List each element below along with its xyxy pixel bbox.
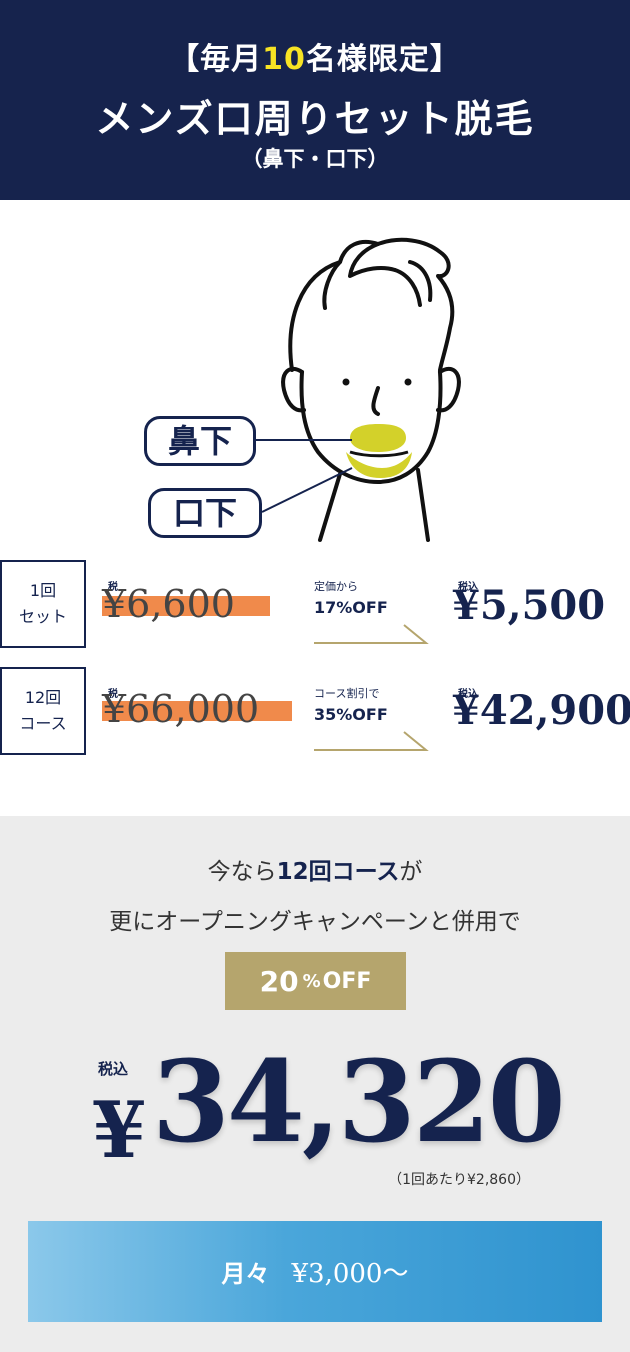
price-row-course: 12回 コース 税込 ¥66,000 コース割引で 35%OFF 税込 ¥42,…	[0, 667, 630, 757]
campaign-price-amount: 34,320	[152, 1037, 566, 1168]
new-tax-note: 税込	[458, 582, 478, 593]
face-outline	[299, 370, 443, 484]
hair-strand-mid	[348, 242, 397, 278]
badge-off: OFF	[322, 968, 372, 994]
nose	[371, 386, 380, 416]
nose-area-highlight	[350, 424, 406, 452]
left-eye	[342, 378, 350, 386]
campaign-section: 今なら12回コースが 更にオープニングキャンペーンと併用で 20%OFF 税込 …	[0, 816, 630, 1352]
limited-tag-number: 10	[262, 42, 306, 77]
mouth-callout-line	[261, 467, 353, 513]
discount-badge: 20%OFF	[225, 952, 406, 1010]
discount-percent: 17%OFF	[314, 598, 388, 617]
mouth-line	[349, 450, 409, 458]
campaign-line1: 今なら12回コースが	[0, 852, 630, 886]
discount-label: 定価から	[314, 580, 358, 593]
badge-number: 20	[259, 964, 299, 998]
limited-tag-open: 【毎月	[169, 42, 263, 77]
neck-left	[318, 472, 342, 542]
new-price: ¥42,900	[452, 687, 630, 734]
hair-strand-right	[393, 268, 422, 307]
limited-tag: 【毎月10名様限定】	[0, 34, 630, 78]
campaign-line1-course: 12回コース	[276, 859, 400, 885]
discount-arrow	[314, 731, 429, 751]
hair-strand-left	[322, 260, 342, 310]
discount-label: コース割引で	[314, 687, 380, 700]
campaign-line2: 更にオープニングキャンペーンと併用で	[109, 909, 521, 935]
discount-block: コース割引で 35%OFF	[314, 685, 430, 752]
limited-tag-close: 名様限定】	[305, 42, 461, 77]
discount-arrow	[314, 624, 429, 644]
campaign-yen-sign: ¥	[92, 1085, 147, 1176]
discount-percent: 35%OFF	[314, 705, 388, 724]
plan-label: 1回 セット	[0, 560, 86, 648]
mouth-area-highlight	[346, 452, 412, 478]
right-ear	[436, 366, 461, 413]
original-price: ¥6,600	[102, 582, 235, 626]
cta-prefix: 月々	[221, 1260, 270, 1288]
monthly-payment-button[interactable]: 月々 ¥3,000〜	[28, 1221, 602, 1322]
badge-percent: %	[302, 970, 321, 992]
page-subtitle: （鼻下・口下）	[241, 147, 389, 171]
page-title: メンズ口周りセット脱毛	[95, 97, 535, 141]
campaign-tax-note: 税込	[98, 1060, 129, 1078]
plan-label: 12回 コース	[0, 667, 86, 755]
hero-header: 【毎月10名様限定】 メンズ口周りセット脱毛 （鼻下・口下）	[0, 0, 630, 200]
plan-label-line1: 12回	[24, 688, 62, 707]
original-price: ¥66,000	[102, 687, 260, 731]
nose-callout: 鼻下	[144, 416, 256, 466]
price-row-single: 1回 セット 税込 ¥6,600 定価から 17%OFF 税込 ¥5,500	[0, 560, 630, 650]
plan-label-line2: セット	[18, 607, 67, 626]
plan-label-line1: 1回	[29, 581, 57, 600]
face-drawing	[256, 237, 461, 542]
strike-bar	[102, 701, 292, 721]
face-illustration: 鼻下 口下	[0, 200, 630, 545]
left-ear	[281, 366, 306, 413]
campaign-line1-pre: 今なら	[207, 859, 277, 885]
plan-label-line2: コース	[19, 714, 67, 733]
right-eye	[404, 378, 412, 386]
hair-strand-back	[408, 260, 433, 302]
mouth-callout: 口下	[148, 488, 262, 538]
hair-outline	[288, 237, 455, 372]
cta-value: ¥3,000〜	[291, 1259, 409, 1289]
new-tax-note: 税込	[458, 689, 478, 700]
campaign-line1-post: が	[399, 859, 423, 885]
per-session-price: （1回あたり¥2,860）	[388, 1172, 530, 1188]
discount-block: 定価から 17%OFF	[314, 578, 430, 645]
new-price: ¥5,500	[452, 582, 606, 629]
strike-bar	[102, 596, 270, 616]
neck-right	[416, 468, 430, 542]
